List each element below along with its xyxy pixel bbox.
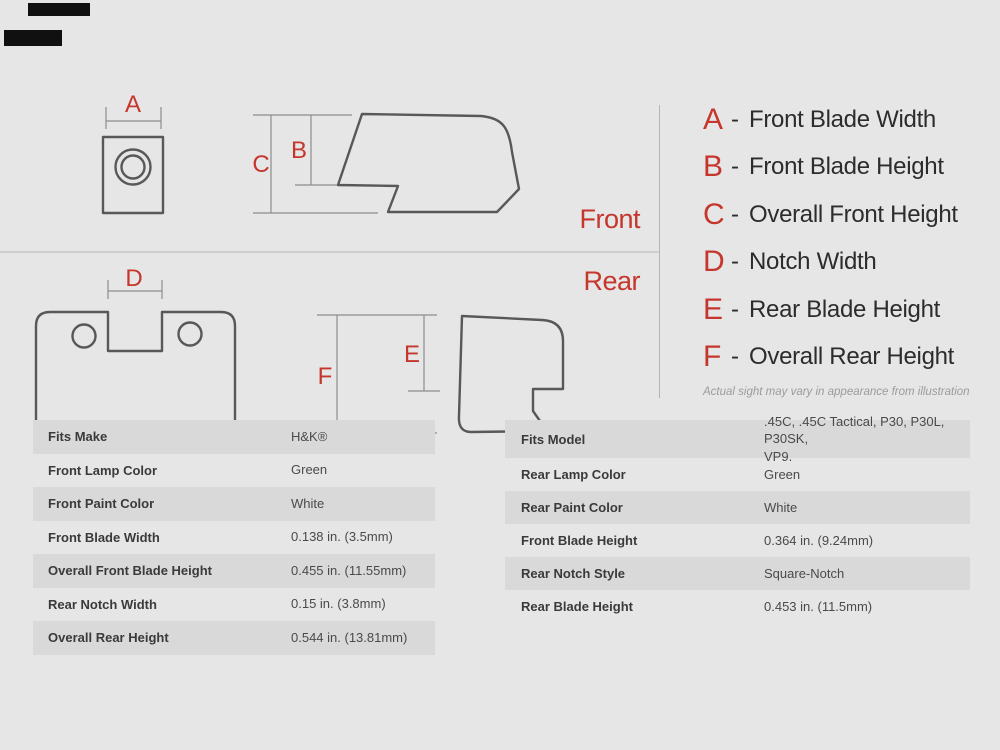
legend-dash: - — [731, 200, 739, 228]
legend-item-d: D - Notch Width — [703, 239, 958, 287]
legend-text: Notch Width — [749, 248, 877, 276]
spec-label: Rear Lamp Color — [521, 467, 626, 482]
dim-label-b: B — [291, 137, 307, 164]
front-blade-profile — [336, 112, 521, 214]
legend-text: Front Blade Width — [749, 105, 936, 133]
dim-label-f: F — [318, 363, 333, 390]
legend-letter: D — [703, 245, 725, 279]
spec-label: Front Blade Width — [48, 529, 160, 545]
spec-value: 0.138 in. (3.5mm) — [291, 529, 393, 545]
spec-value: Green — [291, 462, 328, 478]
table-row: Overall Rear Height 0.544 in. (13.81mm) — [33, 621, 435, 655]
spec-label: Fits Model — [521, 431, 586, 447]
legend-dash: - — [731, 248, 739, 276]
spec-label: Overall Rear Height — [48, 630, 169, 646]
legend-text: Front Blade Height — [749, 153, 944, 181]
spec-label: Overall Front Blade Height — [48, 563, 212, 579]
legend-text: Overall Front Height — [749, 200, 958, 228]
spec-label: Rear Blade Height — [521, 599, 633, 614]
spec-label: Front Blade Height — [521, 533, 638, 548]
legend-dash: - — [731, 343, 739, 371]
table-row: Front Blade Height 0.364 in. (9.24mm) — [505, 524, 970, 557]
table-row: Front Lamp Color Green — [33, 454, 435, 488]
spec-label: Front Lamp Color — [48, 462, 158, 478]
spec-value: White — [291, 495, 325, 511]
dim-label-e: E — [404, 341, 420, 368]
legend-text: Overall Rear Height — [749, 343, 955, 371]
table-row: Rear Notch Style Square-Notch — [505, 557, 970, 590]
legend-item-e: E - Rear Blade Height — [703, 286, 958, 334]
front-sight-front-view: A — [101, 91, 165, 215]
legend-item-b: B - Front Blade Height — [703, 144, 958, 192]
spec-value: Square-Notch — [764, 565, 845, 581]
rear-sight-side-view: F E — [317, 314, 565, 434]
rear-left-lamp-dot — [71, 323, 97, 349]
table-row: Front Blade Width 0.138 in. (3.5mm) — [33, 521, 435, 555]
legend-letter: B — [703, 150, 724, 184]
table-row: Rear Notch Width 0.15 in. (3.8mm) — [33, 588, 435, 622]
legend-item-a: A - Front Blade Width — [703, 96, 958, 144]
spec-value: 0.544 in. (13.81mm) — [291, 629, 408, 645]
table-row: Front Paint Color White — [33, 487, 435, 521]
disclaimer-note: Actual sight may vary in appearance from… — [703, 386, 970, 398]
spec-value: H&K® — [291, 428, 328, 444]
table-row: Fits Make H&K® — [33, 420, 435, 454]
rear-blade-profile — [457, 314, 565, 434]
front-view-label: Front — [579, 204, 640, 234]
spec-label: Rear Notch Width — [48, 596, 157, 612]
spec-value: Green — [764, 466, 801, 482]
table-row: Rear Blade Height 0.453 in. (11.5mm) — [505, 590, 970, 623]
spec-table-right: Fits Model .45C, .45C Tactical, P30, P30… — [505, 414, 970, 623]
rear-view-label: Rear — [583, 266, 640, 296]
table-row: Overall Front Blade Height 0.455 in. (11… — [33, 554, 435, 588]
front-sight-side-view: C B — [252, 112, 521, 214]
legend-dash: - — [731, 295, 739, 323]
spec-value: White — [764, 499, 798, 515]
table-row: Rear Lamp Color Green — [505, 458, 970, 491]
spec-label: Front Paint Color — [48, 496, 155, 512]
legend-item-f: F - Overall Rear Height — [703, 334, 958, 382]
dim-label-c: C — [252, 151, 269, 178]
legend-dash: - — [731, 105, 739, 133]
dim-label-a: A — [125, 91, 141, 118]
rear-body-outline — [34, 310, 237, 436]
spec-value: 0.15 in. (3.8mm) — [291, 596, 386, 612]
legend-dash: - — [731, 153, 739, 181]
rear-sight-front-view: D — [34, 265, 237, 436]
redacted-logo-bar-top — [28, 3, 90, 16]
table-row: Fits Model .45C, .45C Tactical, P30, P30… — [505, 414, 970, 464]
spec-value: 0.453 in. (11.5mm) — [764, 598, 873, 614]
spec-table-left: Fits Make H&K® Front Lamp Color Green Fr… — [33, 420, 435, 655]
spec-label: Rear Notch Style — [521, 566, 626, 581]
rear-right-lamp-dot — [177, 321, 203, 347]
table-row: Rear Paint Color White — [505, 491, 970, 524]
redacted-logo-bar-bottom — [4, 30, 62, 46]
dimension-legend: A - Front Blade Width B - Front Blade He… — [703, 96, 958, 381]
legend-letter: E — [703, 292, 724, 326]
dim-label-d: D — [125, 265, 142, 292]
spec-label: Fits Make — [48, 429, 108, 445]
legend-text: Rear Blade Height — [749, 295, 941, 323]
spec-label: Rear Paint Color — [521, 500, 623, 515]
legend-letter: C — [703, 197, 725, 231]
legend-letter: A — [703, 102, 724, 136]
spec-value: .45C, .45C Tactical, P30, P30L, P30SK, V… — [764, 413, 945, 464]
legend-item-c: C - Overall Front Height — [703, 191, 958, 239]
spec-value: 0.364 in. (9.24mm) — [764, 532, 874, 548]
legend-letter: F — [703, 340, 722, 374]
spec-value: 0.455 in. (11.55mm) — [291, 562, 407, 578]
